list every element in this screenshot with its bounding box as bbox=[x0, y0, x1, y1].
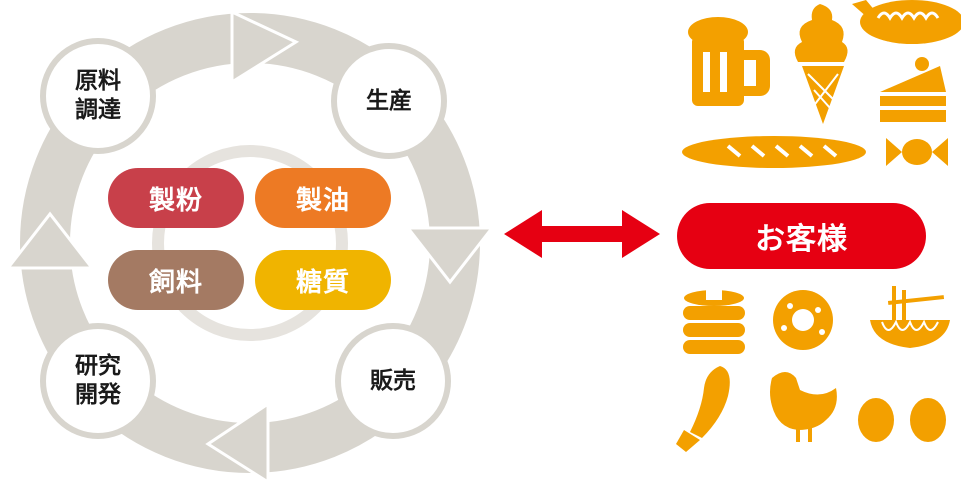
eggs-icon bbox=[858, 398, 946, 442]
inner-ring bbox=[152, 145, 348, 341]
beer-mug-icon bbox=[688, 17, 770, 106]
cycle-arrow-top-icon bbox=[232, 12, 296, 82]
cycle-arrow-bottom-icon bbox=[208, 404, 268, 482]
business-flour: 製粉 bbox=[108, 168, 244, 228]
bidirectional-arrow-icon bbox=[504, 210, 660, 258]
business-oil: 製油 bbox=[255, 168, 391, 228]
customer-label: お客様 bbox=[677, 203, 926, 269]
candy-icon bbox=[886, 138, 948, 166]
stage-sales: 販売 bbox=[335, 323, 451, 439]
donut-icon bbox=[773, 290, 833, 350]
fried-shrimp-icon bbox=[676, 366, 730, 452]
stage-production: 生産 bbox=[331, 43, 447, 159]
business-sugar: 糖質 bbox=[255, 250, 391, 310]
cycle-arrow-right-icon bbox=[408, 228, 492, 282]
business-feed: 飼料 bbox=[108, 250, 244, 310]
pancakes-icon bbox=[683, 290, 745, 354]
cycle-arrow-left-icon bbox=[8, 214, 92, 268]
stage-procurement: 原料 調達 bbox=[40, 38, 156, 154]
cycle-ring bbox=[4, 9, 496, 485]
cake-slice-icon bbox=[880, 57, 946, 122]
baguette-icon bbox=[682, 136, 866, 168]
stage-research: 研究 開発 bbox=[40, 323, 156, 439]
okonomiyaki-icon bbox=[852, 0, 961, 44]
soft-serve-icon bbox=[794, 4, 848, 124]
chicken-icon bbox=[770, 372, 837, 442]
noodle-bowl-icon bbox=[870, 286, 950, 348]
